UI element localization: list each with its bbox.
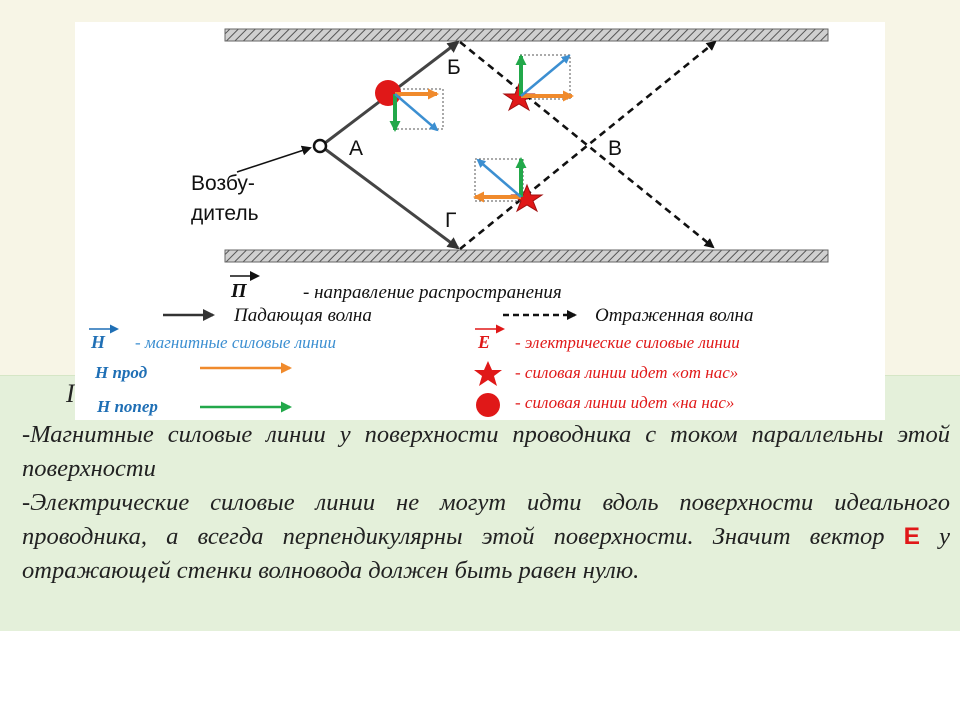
paragraph-electric: -Электрические силовые линии не могут ид… — [22, 486, 950, 588]
reflected-wave-1 — [459, 40, 715, 249]
legend-h-poper: H попер — [96, 397, 158, 416]
incident-wave-down — [324, 147, 460, 250]
exciter-label-line1: Возбу- — [191, 172, 255, 195]
paragraph-electric-text-start: Электрические силовые линии не могут идт… — [22, 489, 950, 550]
label-b: Б — [447, 56, 461, 79]
waveguide-svg: А Б В Г Возбу- дитель — [89, 28, 829, 417]
label-v: В — [608, 137, 622, 160]
explanation-text: -Магнитные силовые линии у поверхности п… — [22, 418, 950, 588]
exciter-point — [312, 138, 328, 154]
legend-incident-text: Падающая волна — [233, 305, 372, 326]
legend-pi-text: - направление распространения — [303, 282, 562, 303]
vector-e-symbol: E — [903, 523, 920, 550]
bullet-dash: - — [22, 489, 31, 516]
legend-dot-text: - силовая линии идет «на нас» — [515, 393, 734, 412]
bullet-dash: - — [22, 421, 31, 448]
label-a: А — [349, 137, 363, 160]
exciter-pointer — [236, 145, 312, 173]
waveguide-diagram: А Б В Г Возбу- дитель — [75, 22, 885, 420]
legend-h-symbol: H — [90, 332, 106, 352]
legend-e-symbol: E — [477, 332, 490, 352]
legend-reflected-text: Отраженная волна — [595, 305, 753, 326]
legend-pi-symbol: П — [230, 280, 248, 302]
bottom-wall — [224, 249, 829, 263]
legend-dot-icon — [476, 393, 500, 417]
legend-star-text: - силовая линии идет «от нас» — [515, 363, 738, 382]
legend-h-text: - магнитные силовые линии — [135, 333, 336, 352]
field-group-3 — [473, 157, 544, 213]
reflected-wave-2 — [459, 40, 717, 251]
paragraph-magnetic-text: Магнитные силовые линии у поверхности пр… — [22, 421, 950, 482]
field-group-1 — [375, 80, 444, 132]
legend-e-text: - электрические силовые линии — [515, 333, 740, 352]
field-group-2 — [502, 54, 574, 112]
paragraph-electric-text-end: у отражающей стенки волновода должен быт… — [22, 523, 951, 584]
partial-letter: I — [66, 379, 75, 408]
top-wall — [224, 28, 829, 42]
legend-h-prod: H прод — [94, 363, 148, 382]
exciter-label-line2: дитель — [191, 202, 259, 225]
legend-star-icon — [474, 361, 502, 386]
paragraph-magnetic: -Магнитные силовые линии у поверхности п… — [22, 418, 950, 486]
label-g: Г — [445, 209, 456, 232]
